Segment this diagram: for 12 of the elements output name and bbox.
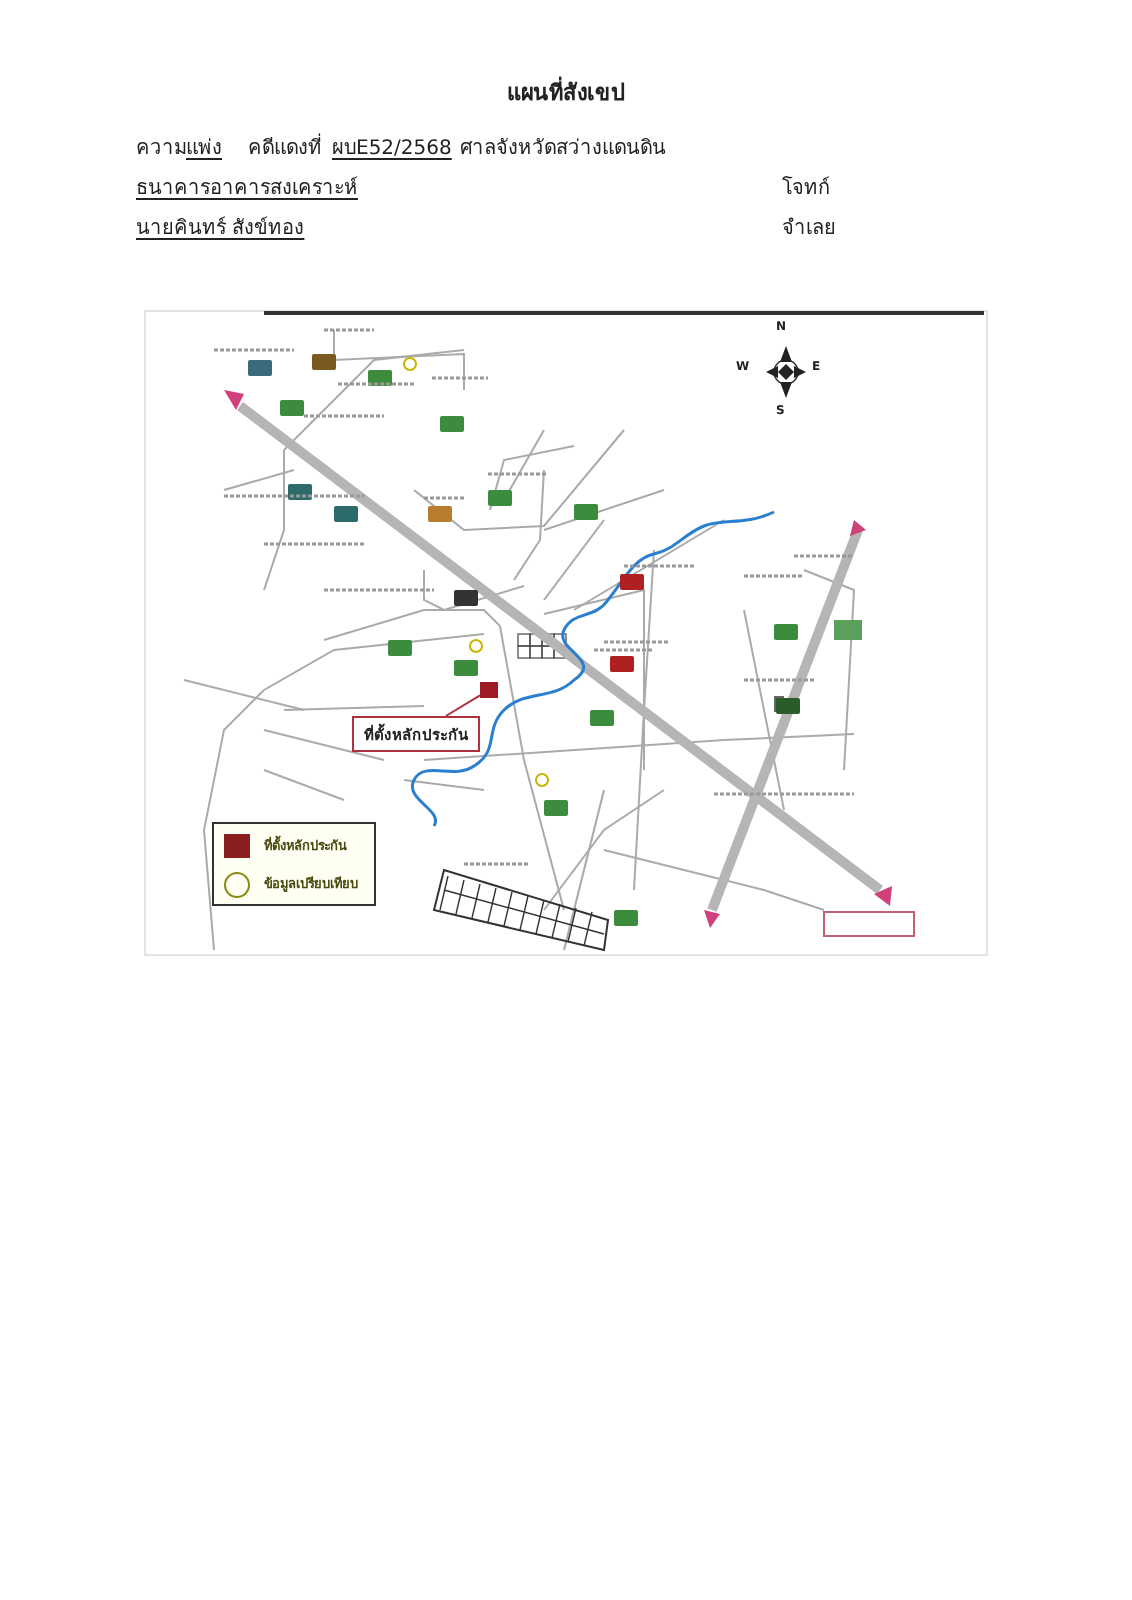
- header-text: ความ: [136, 136, 188, 162]
- underlined-text: ธนาคารอาคารสงเคราะห์: [136, 174, 360, 202]
- header-text: จำเลย: [782, 215, 836, 242]
- underlined-text: แพ่ง: [186, 136, 224, 162]
- leader-line: [444, 694, 481, 717]
- plot-marker: [480, 682, 498, 698]
- underlined-text: ผบE52/2568: [332, 136, 452, 162]
- title: แผนที่สังเขป: [505, 74, 627, 110]
- header-text: โจทก์: [782, 174, 830, 202]
- underlined-text: นายคินทร์ สังข์ทอง: [136, 214, 307, 242]
- header-text: ศาลจังหวัดสว่างแดนดิน: [460, 136, 666, 162]
- header-text: คดีแดงที่: [248, 132, 322, 162]
